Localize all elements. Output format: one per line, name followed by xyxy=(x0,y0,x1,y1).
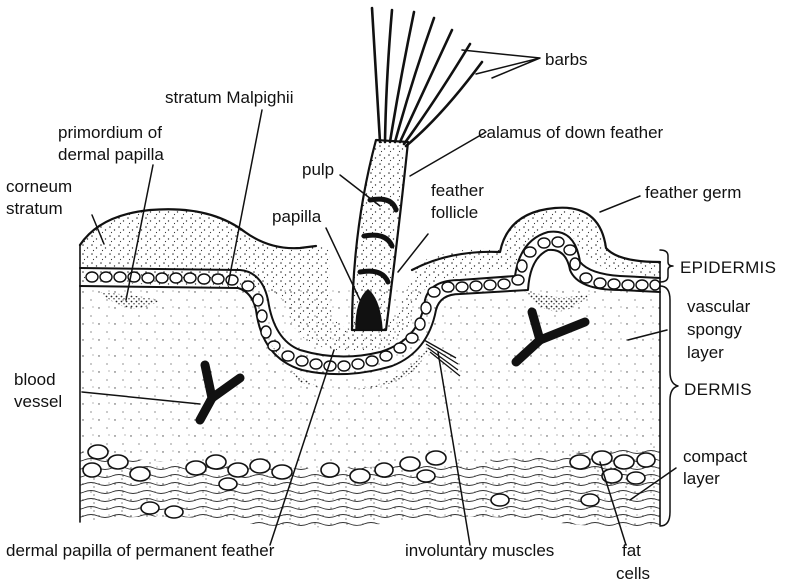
label-corneum-line2: stratum xyxy=(6,199,63,218)
feather-barbs xyxy=(372,8,482,146)
label-blood-line1: blood xyxy=(14,370,56,389)
label-primordium-line2: dermal papilla xyxy=(58,145,164,164)
label-fat-line1: fat xyxy=(622,541,641,560)
label-fat-line2: cells xyxy=(616,564,650,583)
label-involuntary-muscles: involuntary muscles xyxy=(405,541,554,560)
label-feather-germ: feather germ xyxy=(645,183,741,202)
label-feather-follicle-line2: follicle xyxy=(431,203,478,222)
epidermis-bracket xyxy=(660,250,673,282)
label-barbs: barbs xyxy=(545,50,588,69)
label-vascular-line3: layer xyxy=(687,343,724,362)
label-corneum-line1: corneum xyxy=(6,177,72,196)
label-compact-line2: layer xyxy=(683,469,720,488)
leader-feather-germ xyxy=(600,196,640,212)
dermis-bracket xyxy=(660,286,678,526)
label-dermis: DERMIS xyxy=(684,380,752,399)
label-dermal-papilla-permanent: dermal papilla of permanent feather xyxy=(6,541,275,560)
label-epidermis: EPIDERMIS xyxy=(680,258,776,277)
layer-brackets xyxy=(660,250,678,526)
label-primordium-line1: primordium of xyxy=(58,123,162,142)
label-calamus: calamus of down feather xyxy=(478,123,664,142)
label-stratum-malpighii: stratum Malpighii xyxy=(165,88,294,107)
label-blood-line2: vessel xyxy=(14,392,62,411)
label-pulp: pulp xyxy=(302,160,334,179)
label-papilla: papilla xyxy=(272,207,322,226)
label-vascular-line1: vascular xyxy=(687,297,751,316)
label-vascular-line2: spongy xyxy=(687,320,742,339)
leader-calamus xyxy=(410,132,486,176)
label-feather-follicle-line1: feather xyxy=(431,181,484,200)
label-compact-line1: compact xyxy=(683,447,748,466)
